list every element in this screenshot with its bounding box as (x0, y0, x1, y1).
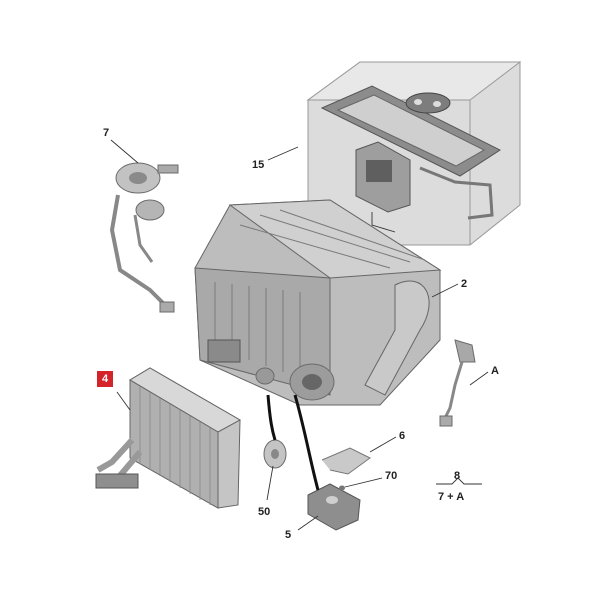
heater-core (95, 367, 242, 509)
leader-a (469, 371, 489, 386)
label-50: 50 (258, 506, 270, 518)
leader-5 (297, 515, 319, 531)
label-70: 70 (385, 470, 397, 482)
blower-wheel (263, 439, 287, 469)
pipe-bracket (321, 447, 371, 475)
leader-70 (344, 477, 383, 488)
actuator-a (439, 339, 476, 427)
label-a: A (491, 365, 499, 377)
leader-8-brace (436, 477, 482, 485)
label-5: 5 (285, 529, 291, 541)
screw (339, 485, 345, 491)
leader-4 (116, 391, 131, 411)
label-8: 8 (454, 470, 460, 482)
leader-15 (267, 146, 299, 161)
label-2: 2 (461, 278, 467, 290)
label-8-sub: 7 + A (438, 491, 464, 503)
hvac-housing (194, 199, 442, 406)
highlighted-label-4: 4 (97, 371, 113, 387)
resistor-module (307, 483, 361, 531)
leader-7 (110, 139, 139, 164)
leader-6 (369, 436, 397, 453)
blower-cable (266, 394, 277, 441)
resistor-cable (293, 394, 320, 491)
leader-2 (431, 283, 459, 298)
label-15: 15 (252, 159, 264, 171)
leader-50 (266, 465, 274, 501)
cabin-filter-box (306, 61, 522, 246)
label-6: 6 (399, 430, 405, 442)
actuator-harness-assembly (109, 162, 179, 313)
label-7: 7 (103, 127, 109, 139)
